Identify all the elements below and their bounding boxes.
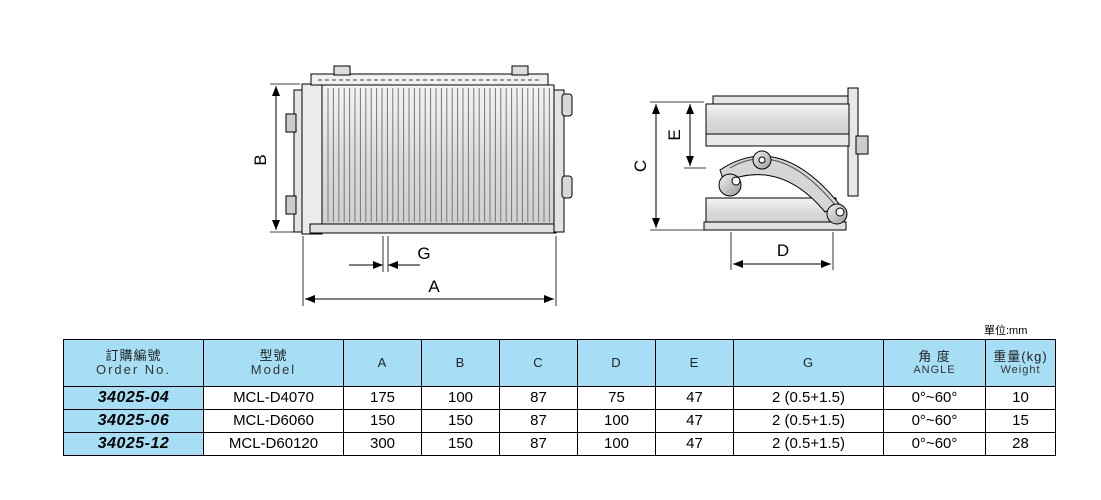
header-b: B	[421, 339, 500, 387]
angle-cell: 0°~60°	[883, 409, 986, 433]
e-cell: 47	[655, 409, 734, 433]
model-cell: MCL-D6060	[203, 409, 344, 433]
g-cell: 2 (0.5+1.5)	[733, 409, 884, 433]
b-cell: 150	[421, 432, 500, 456]
header-g: G	[733, 339, 884, 387]
dimension-e: E	[665, 104, 706, 169]
e-cell: 47	[655, 432, 734, 456]
order-no-cell: 34025-04	[63, 386, 204, 410]
order-no-cell: 34025-12	[63, 432, 204, 456]
e-cell: 47	[655, 386, 734, 410]
header-e: E	[655, 339, 734, 387]
side-view	[703, 87, 869, 231]
front-view	[285, 65, 573, 235]
unit-note: 單位:mm	[984, 325, 1028, 337]
header-c: C	[499, 339, 578, 387]
header-a: A	[343, 339, 422, 387]
g-cell: 2 (0.5+1.5)	[733, 432, 884, 456]
model-cell: MCL-D4070	[203, 386, 344, 410]
weight-cell: 28	[985, 432, 1056, 456]
dimension-label-c: C	[631, 160, 650, 172]
d-cell: 100	[577, 409, 656, 433]
dimension-a: A	[302, 236, 557, 306]
dimension-label-g: G	[417, 244, 430, 263]
angle-cell: 0°~60°	[883, 386, 986, 410]
header-d: D	[577, 339, 656, 387]
b-cell: 150	[421, 409, 500, 433]
dimension-label-a: A	[428, 277, 440, 296]
d-cell: 100	[577, 432, 656, 456]
b-cell: 100	[421, 386, 500, 410]
table-row: 34025-04 MCL-D4070 175 100 87 75 47 2 (0…	[63, 386, 1056, 410]
c-cell: 87	[499, 386, 578, 410]
order-no-cell: 34025-06	[63, 409, 204, 433]
dimension-g: G	[349, 236, 431, 272]
a-cell: 175	[343, 386, 422, 410]
technical-drawing: B G A	[251, 65, 869, 306]
c-cell: 87	[499, 409, 578, 433]
a-cell: 150	[343, 409, 422, 433]
dimension-label-e: E	[665, 129, 684, 140]
dimension-label-b: B	[251, 154, 270, 165]
dimension-b: B	[251, 83, 300, 233]
dimension-d: D	[730, 232, 834, 270]
a-cell: 300	[343, 432, 422, 456]
table-row: 34025-12 MCL-D60120 300 150 87 100 47 2 …	[63, 432, 1056, 456]
weight-cell: 15	[985, 409, 1056, 433]
model-cell: MCL-D60120	[203, 432, 344, 456]
header-weight: 重量(kg)Weight	[985, 339, 1056, 387]
angle-cell: 0°~60°	[883, 432, 986, 456]
dimension-label-d: D	[777, 241, 789, 260]
d-cell: 75	[577, 386, 656, 410]
table-row: 34025-06 MCL-D6060 150 150 87 100 47 2 (…	[63, 409, 1056, 433]
weight-cell: 10	[985, 386, 1056, 410]
c-cell: 87	[499, 432, 578, 456]
g-cell: 2 (0.5+1.5)	[733, 386, 884, 410]
dimension-c: C	[631, 101, 704, 231]
